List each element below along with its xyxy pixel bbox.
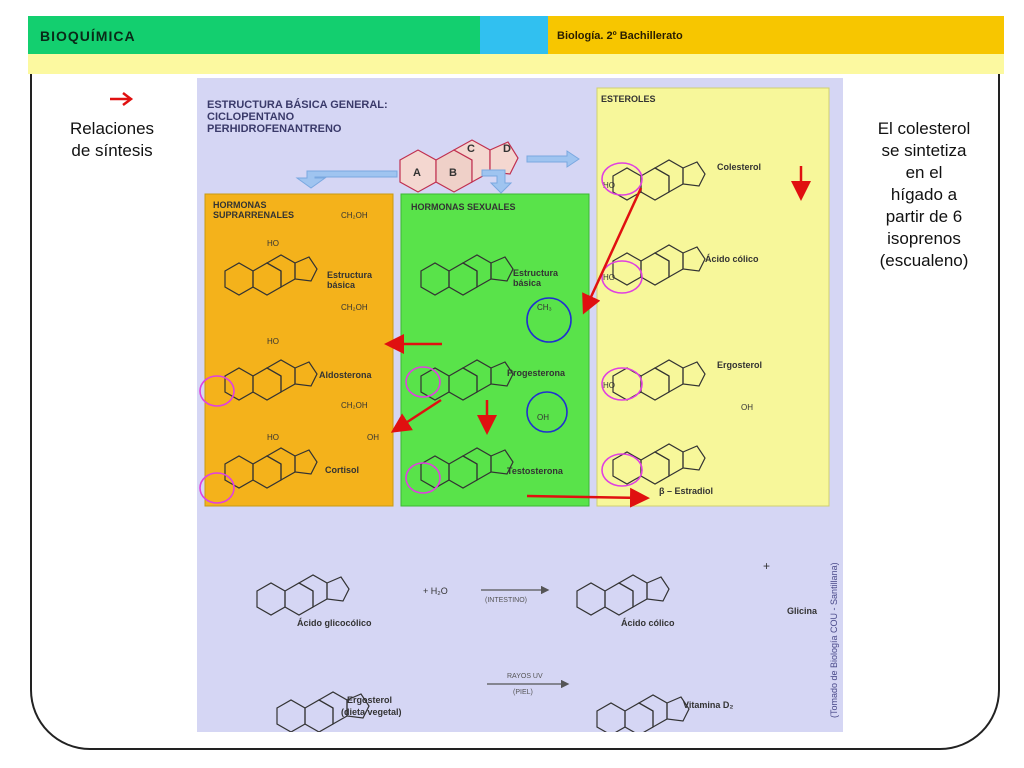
credit-text: (Tomado de Biología COU - Santillana) (829, 562, 839, 718)
left-note-line2: de síntesis (71, 141, 153, 160)
right-note: El colesterol se sintetiza en el hígado … (858, 118, 990, 272)
group-ch2oh-1: CH₂OH (341, 211, 368, 220)
header-yellow-band (548, 16, 1004, 54)
group-oh-estradiol: OH (741, 403, 753, 412)
steroid-diagram: ESTRUCTURA BÁSICA GENERAL: CICLOPENTANO … (197, 78, 843, 732)
esteroles-heading: ESTEROLES (601, 94, 656, 104)
label-piel: (PIEL) (513, 689, 533, 696)
label-estructura-basica-2: Estructura (513, 268, 559, 278)
label-ergosterol-reaction-1: Ergosterol (347, 695, 392, 705)
label-estradiol: β – Estradiol (659, 486, 713, 496)
header-title: BIOQUÍMICA (40, 28, 136, 44)
label-rayos-uv: RAYOS UV (507, 673, 543, 680)
panel-esteroles (596, 87, 830, 507)
right-note-line2: se sintetiza (881, 141, 967, 160)
right-note-line1: El colesterol (877, 119, 971, 138)
blue-flow-arrows (295, 150, 580, 194)
red-right-arrow-icon (110, 92, 134, 106)
label-estructura-basica-1b: básica (327, 280, 356, 290)
label-aldosterona: Aldosterona (319, 370, 373, 380)
label-plus-water: + H₂O (423, 586, 448, 596)
ring-label-b: B (449, 167, 457, 179)
left-note-line1: Relaciones (69, 119, 155, 138)
highlight-circles-pink (199, 162, 643, 504)
highlight-circles-blue (526, 297, 572, 433)
label-cortisol: Cortisol (325, 465, 359, 475)
right-note-line3: en el (905, 163, 943, 182)
header-blue-band (480, 16, 548, 54)
label-estructura-basica-1: Estructura (327, 270, 373, 280)
label-vitamina-d2: Vitamina D₂ (683, 700, 733, 710)
slide-frame (30, 74, 1000, 750)
suprarrenales-heading-line1: HORMONAS (213, 200, 267, 210)
ring-label-a: A (413, 167, 421, 179)
group-ho-ergosterol: HO (603, 381, 615, 390)
group-ho-colesterol: HO (603, 181, 615, 190)
label-ergosterol-reaction-2: (dieta vegetal) (341, 707, 402, 717)
label-acido-colico: Ácido cólico (705, 254, 759, 264)
group-ch2oh-3: CH₂OH (341, 401, 368, 410)
label-acido-colico-product: Ácido cólico (621, 618, 675, 628)
label-progesterona: Progesterona (507, 368, 566, 378)
label-acido-glicocolico: Ácido glicocólico (297, 618, 372, 628)
label-testosterona: Testosterona (507, 466, 564, 476)
right-note-line4: hígado a (890, 185, 958, 204)
right-note-line6: isoprenos (887, 229, 961, 248)
right-note-line7: (escualeno) (879, 251, 969, 270)
diagram-title-line3: PERHIDROFENANTRENO (207, 123, 342, 135)
ring-label-d: D (503, 143, 511, 155)
label-ergosterol: Ergosterol (717, 360, 762, 370)
group-oh-testosterona: OH (537, 413, 549, 422)
suprarrenales-heading-line2: SUPRARRENALES (213, 210, 294, 220)
group-ch3-progesterona: CH₃ (537, 303, 552, 312)
label-estructura-basica-2b: básica (513, 278, 542, 288)
header-subtitle: Biología. 2º Bachillerato (557, 30, 683, 42)
slide-header: BIOQUÍMICA Biología. 2º Bachillerato (28, 16, 1004, 54)
label-glicina: Glicina (787, 606, 818, 616)
group-ho-2: HO (267, 337, 279, 346)
group-ho-3: HO (267, 433, 279, 442)
group-ho-colico: HO (603, 273, 615, 282)
sexuales-heading: HORMONAS SEXUALES (411, 202, 516, 212)
left-note: Relaciones de síntesis (48, 118, 176, 162)
basic-structure-rings (399, 139, 519, 193)
group-ch2oh-2: CH₂OH (341, 303, 368, 312)
right-note-line5: partir de 6 (885, 207, 963, 226)
group-ho-1: HO (267, 239, 279, 248)
label-intestino: (INTESTINO) (485, 597, 527, 604)
header-strip (28, 54, 1004, 74)
header-green-band (28, 16, 480, 54)
diagram-title-line2: CICLOPENTANO (207, 111, 295, 123)
diagram-title-line1: ESTRUCTURA BÁSICA GENERAL: (207, 98, 388, 111)
label-colesterol: Colesterol (717, 162, 761, 172)
ring-label-c: C (467, 143, 475, 155)
group-oh-cortisol: OH (367, 433, 379, 442)
red-synthesis-arrows (384, 166, 811, 508)
label-plus: + (763, 559, 770, 573)
